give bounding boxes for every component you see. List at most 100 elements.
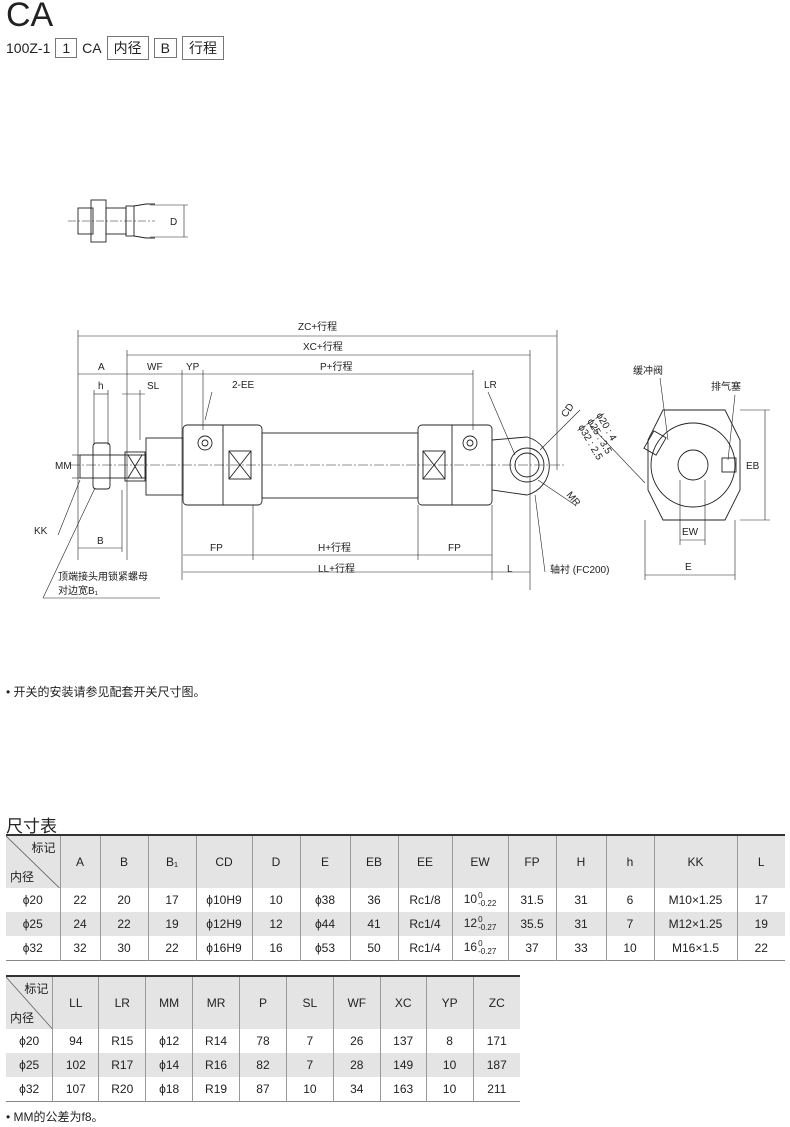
tolerance-upper: 0	[478, 915, 483, 924]
cell-value: 12	[463, 916, 478, 931]
column-header: SL	[285, 976, 334, 1029]
bore-cell: ϕ20	[22, 893, 43, 907]
column-header: KK	[653, 835, 737, 888]
dim-fp-rear: FP	[448, 543, 461, 554]
table-cell: 22	[736, 936, 785, 961]
column-header: E	[299, 835, 350, 888]
table-cell: 31.5	[507, 888, 556, 912]
label-cushion-valve: 缓冲阀	[633, 364, 663, 377]
dim-mm: MM	[55, 461, 72, 472]
table-cell: R19	[192, 1077, 240, 1102]
dim-e: E	[685, 562, 692, 573]
table-cell: 171	[472, 1029, 520, 1053]
order-box-bore: 内径	[106, 36, 149, 60]
table-cell: 32	[59, 936, 100, 961]
table-cell: ϕ14	[145, 1053, 193, 1077]
column-header: L	[736, 835, 785, 888]
column-header: LL	[52, 976, 99, 1029]
column-header: H	[555, 835, 606, 888]
dim-ew: EW	[682, 527, 699, 538]
table-cell: 31	[555, 912, 606, 936]
table-cell: 6	[605, 888, 654, 912]
table-cell: 34	[332, 1077, 381, 1102]
table-cell: 17	[147, 888, 196, 912]
bore-cell: ϕ25	[6, 1053, 53, 1077]
table-cell: 107	[52, 1077, 99, 1102]
table-cell: R14	[192, 1029, 240, 1053]
column-header: B₁	[147, 835, 196, 888]
column-header: D	[251, 835, 300, 888]
order-series: CA	[82, 40, 102, 56]
table-cell: M12×1.25	[653, 912, 737, 936]
column-header: FP	[507, 835, 556, 888]
column-header: CD	[195, 835, 252, 888]
table-cell: 19	[147, 912, 196, 936]
bore-cell: ϕ32	[19, 1082, 40, 1096]
table-cell: 26	[332, 1029, 381, 1053]
order-box-stroke: 行程	[181, 36, 224, 60]
table-cell: 30	[99, 936, 148, 961]
corner-bore: 内径	[10, 870, 35, 884]
table-cell: 16	[251, 936, 300, 961]
table-cell: 22	[99, 912, 148, 936]
column-header: EW	[451, 835, 508, 888]
column-header: MR	[192, 976, 240, 1029]
rod-end-detail: D	[68, 199, 188, 243]
table-cell: 50	[349, 936, 398, 961]
table-cell: ϕ53	[299, 936, 350, 961]
tolerance-lower: -0.27	[478, 923, 497, 932]
table-cell: 187	[472, 1053, 520, 1077]
table-cell: ϕ10H9	[195, 888, 252, 912]
dim-eb: EB	[746, 461, 760, 472]
table-cell: 22	[59, 888, 100, 912]
dim-h: h	[98, 381, 104, 392]
table-cell: 10	[605, 936, 654, 961]
table-cell: M10×1.25	[653, 888, 737, 912]
table-cell: ϕ16H9	[195, 936, 252, 961]
dim-fp-front: FP	[210, 543, 223, 554]
corner-cell: 标记内径	[6, 976, 53, 1029]
table-cell: 7	[605, 912, 654, 936]
order-prefix: 100Z-1	[6, 40, 51, 56]
dim-lr: LR	[484, 380, 497, 391]
order-code: 100Z-1 1 CA 内径 B 行程	[6, 36, 224, 60]
table-cell: Rc1/4	[397, 912, 452, 936]
table-cell: ϕ12H9	[195, 912, 252, 936]
tolerance-upper: 0	[478, 939, 483, 948]
column-header: YP	[425, 976, 474, 1029]
table-cell: Rc1/8	[397, 888, 452, 912]
table-cell: 8	[425, 1029, 474, 1053]
cell-value: 10	[463, 892, 478, 907]
label-vent-plug: 排气塞	[711, 380, 741, 393]
table-cell: 94	[52, 1029, 99, 1053]
column-header: WF	[332, 976, 381, 1029]
table-cell: 102	[52, 1053, 99, 1077]
table-cell: Rc1/4	[397, 936, 452, 961]
column-header: LR	[98, 976, 146, 1029]
table-cell: ϕ38	[299, 888, 350, 912]
cell-value: 16	[463, 940, 478, 955]
table-cell: 149	[379, 1053, 427, 1077]
bore-cell: ϕ25	[6, 912, 60, 936]
table-cell: 35.5	[507, 912, 556, 936]
label-locknut-width: 对边宽B₁	[58, 584, 99, 597]
table-cell: ϕ18	[145, 1077, 193, 1102]
table-cell: ϕ44	[299, 912, 350, 936]
table-cell: 137	[379, 1029, 427, 1053]
column-header: B	[99, 835, 148, 888]
table-cell: 10	[425, 1053, 474, 1077]
table-cell: 22	[147, 936, 196, 961]
dim-l: L	[507, 564, 513, 575]
column-header: EE	[397, 835, 452, 888]
dim-kk: KK	[34, 526, 48, 537]
column-header: h	[605, 835, 654, 888]
mm-tolerance-note: • MM的公差为f8。	[6, 1110, 104, 1124]
table-cell: R20	[98, 1077, 146, 1102]
